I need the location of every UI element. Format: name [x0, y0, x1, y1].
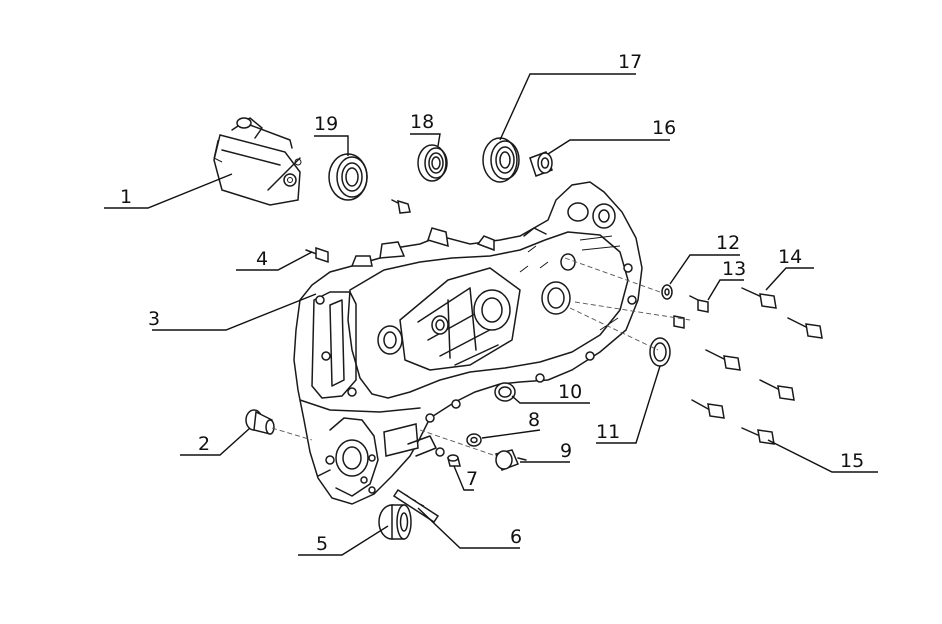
bolt-4: [305, 246, 329, 264]
bearing-17: [482, 137, 520, 183]
assembly-centerlines: [419, 257, 691, 457]
dowel-7: [447, 454, 461, 467]
callout-5: 5: [316, 533, 328, 555]
bearing-19: [328, 153, 368, 201]
callout-11: 11: [596, 421, 620, 443]
callout-4: 4: [256, 248, 268, 270]
callout-18: 18: [410, 111, 434, 133]
bushing-16: [529, 151, 553, 177]
callout-numbers: 1 2 3 4 5 6 7 8 9 10 11 12 13 14 15 16 1…: [120, 51, 864, 555]
bolt-small: [391, 199, 411, 214]
bolt-13: [673, 295, 709, 329]
callout-19: 19: [314, 113, 338, 135]
leader-lines: [104, 73, 878, 556]
callout-1: 1: [120, 186, 132, 208]
washer-8: [466, 433, 482, 447]
callout-12: 12: [716, 232, 740, 254]
starter-motor: [213, 117, 302, 206]
flange-bolt: [741, 427, 775, 445]
callout-3: 3: [148, 308, 160, 330]
flange-bolt: [787, 317, 823, 339]
flange-bolt: [741, 287, 777, 309]
flange-bolts: [691, 287, 823, 445]
bearing-18: [417, 144, 448, 182]
callout-2: 2: [198, 433, 210, 455]
seal-10: [494, 382, 516, 402]
callout-13: 13: [722, 258, 746, 280]
seal-11: [649, 337, 671, 367]
flange-bolt: [705, 349, 741, 371]
callout-6: 6: [510, 526, 522, 548]
callout-16: 16: [652, 117, 676, 139]
washer-12: [661, 284, 673, 300]
callout-7: 7: [466, 468, 478, 490]
callout-14: 14: [778, 246, 802, 268]
crankcase: [293, 181, 643, 505]
flange-bolt: [691, 399, 725, 419]
bushing-2: [245, 409, 313, 441]
drain-bolt-9: [495, 449, 527, 471]
bearing-5: [378, 504, 412, 540]
callout-17: 17: [618, 51, 642, 73]
callout-8: 8: [528, 409, 540, 431]
callout-15: 15: [840, 450, 864, 472]
stud-6: [392, 488, 440, 524]
callout-9: 9: [560, 440, 572, 462]
flange-bolt: [759, 379, 795, 401]
callout-10: 10: [558, 381, 582, 403]
